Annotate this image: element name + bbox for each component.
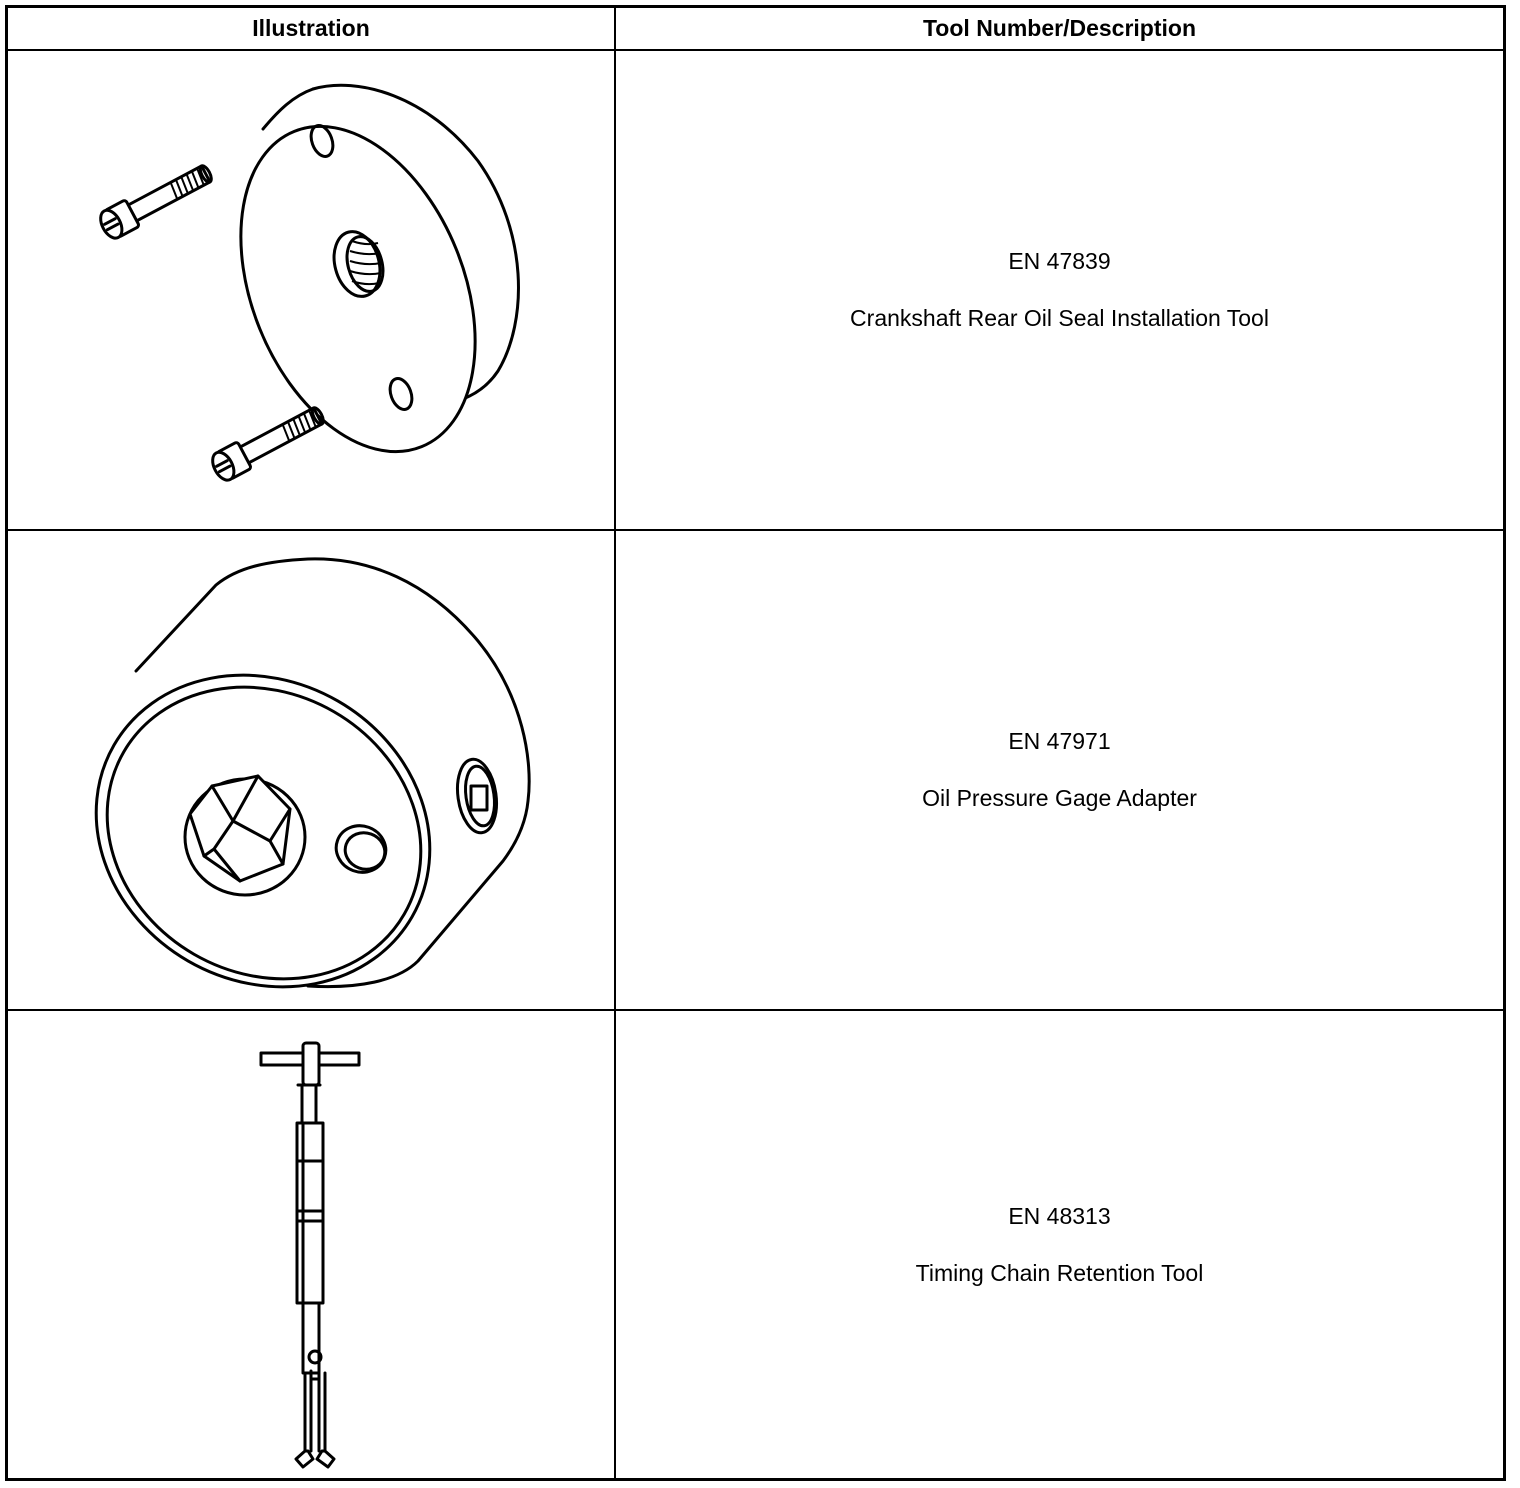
tool-description-cell: EN 48313 Timing Chain Retention Tool (616, 1011, 1503, 1478)
timing-chain-retention-tool-icon (259, 1041, 361, 1469)
crankshaft-seal-tool-icon (99, 83, 520, 482)
oil-pressure-adapter-icon (94, 557, 531, 989)
header-illustration: Illustration (8, 8, 616, 51)
table-row: EN 48313 Timing Chain Retention Tool (8, 1011, 1503, 1478)
header-tool-number-description: Tool Number/Description (616, 8, 1503, 51)
tool-description: Oil Pressure Gage Adapter (922, 785, 1197, 811)
tool-description-cell: EN 47971 Oil Pressure Gage Adapter (616, 531, 1503, 1009)
tool-description: Timing Chain Retention Tool (915, 1259, 1204, 1286)
table-row: EN 47839 Crankshaft Rear Oil Seal Instal… (8, 51, 1503, 531)
tool-number: EN 47839 (1008, 248, 1111, 274)
tool-description-cell: EN 47839 Crankshaft Rear Oil Seal Instal… (616, 51, 1503, 529)
table-row: EN 47971 Oil Pressure Gage Adapter (8, 531, 1503, 1011)
tool-number: EN 47971 (1008, 728, 1111, 754)
tool-number: EN 48313 (1008, 1202, 1111, 1229)
tool-description: Crankshaft Rear Oil Seal Installation To… (850, 305, 1269, 331)
illustration-cell (8, 1011, 616, 1478)
tool-table: Illustration Tool Number/Description (5, 5, 1506, 1481)
illustration-cell (8, 531, 616, 1009)
illustration-cell (8, 51, 616, 529)
